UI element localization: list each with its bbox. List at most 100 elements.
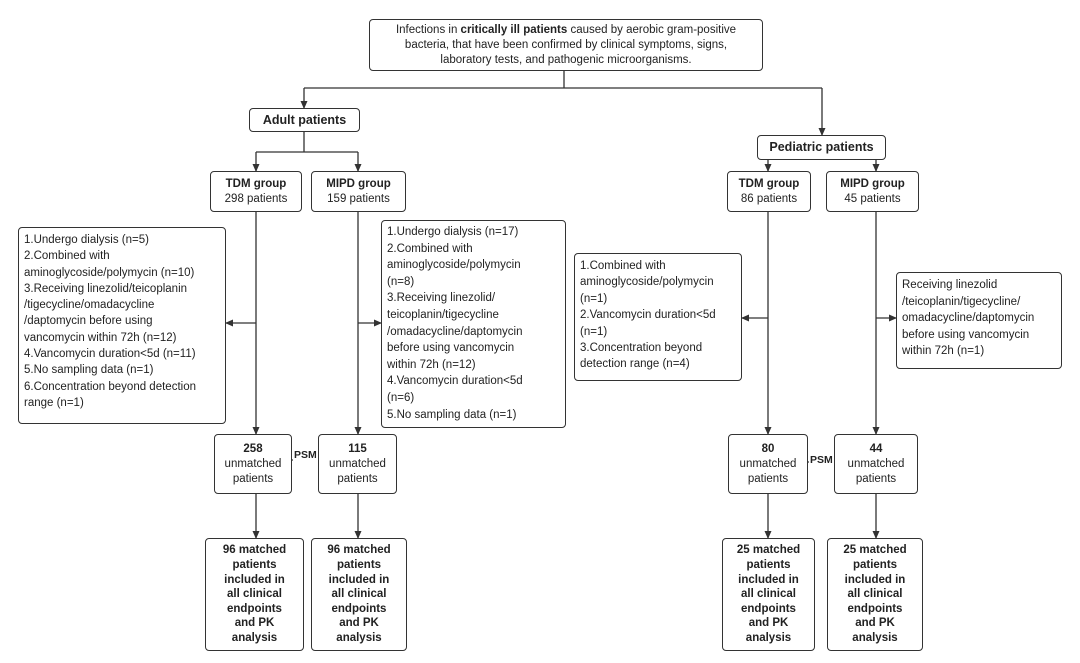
adult-tdm-exclusion-line: 5.No sampling data (n=1) (24, 364, 154, 377)
adult-tdm-matched-box: 96 matched patients included in all clin… (205, 538, 304, 651)
adult-mipd-exclusion-line: 1.Undergo dialysis (n=17) (387, 226, 519, 238)
ped-tdm-matched-line: all clinical (741, 588, 796, 601)
adult-patients-title: Adult patients (262, 112, 347, 127)
ped-mipd-exclusion-line: /teicoplanin/tigecycline/ (902, 295, 1021, 308)
adult-tdm-exclusion-line: 3.Receiving linezolid/teicoplanin (24, 282, 188, 295)
ped-mipd-exclusion-box: Receiving linezolid /teicoplanin/tigecyc… (896, 272, 1062, 369)
adult-mipd-matched-line: and PK (339, 617, 379, 630)
adult-mipd-unmatched-label: unmatched (329, 457, 386, 470)
pediatric-patients-title: Pediatric patients (769, 140, 874, 154)
adult-mipd-matched-line: included in (328, 573, 390, 586)
adult-tdm-exclusion-line: 2.Combined with (24, 250, 110, 263)
ped-tdm-group-count: 86 patients (740, 192, 798, 205)
adult-patients-box: Adult patients (249, 108, 360, 132)
adult-mipd-exclusion-line: (n=6) (387, 391, 415, 404)
adult-tdm-matched-line: patients (232, 559, 277, 572)
ped-mipd-exclusion-line: omadacycline/daptomycin (902, 312, 1035, 325)
adult-tdm-unmatched-box: 258 unmatched patients (214, 434, 292, 494)
inclusion-line-1: Infections in critically ill patients ca… (375, 23, 757, 38)
adult-mipd-exclusion-line: aminoglycoside/polymycin (387, 259, 521, 272)
adult-tdm-exclusion-line: range (n=1) (24, 396, 84, 409)
adult-mipd-exclusion-line: 5.No sampling data (n=1) (387, 408, 517, 421)
adult-tdm-unmatched-count: 258 (243, 442, 263, 455)
adult-tdm-unmatched-label: unmatched (224, 457, 282, 470)
adult-mipd-exclusion-box: 1.Undergo dialysis (n=17) 2.Combined wit… (381, 220, 566, 428)
ped-tdm-exclusion-line: (n=1) (580, 325, 608, 338)
ped-mipd-unmatched-count: 44 (869, 442, 883, 455)
adult-tdm-group-box: TDM group 298 patients (210, 171, 302, 212)
adult-tdm-exclusion-line: 1.Undergo dialysis (n=5) (24, 234, 149, 246)
inclusion-line-1-pre: Infections in (395, 24, 461, 36)
adult-mipd-exclusion-line: 4.Vancomycin duration<5d (387, 375, 523, 388)
ped-mipd-matched-line: endpoints (847, 602, 903, 615)
ped-mipd-matched-line: all clinical (847, 588, 903, 601)
adult-tdm-unmatched-label: patients (232, 472, 274, 485)
adult-tdm-matched-line: all clinical (227, 588, 282, 601)
ped-tdm-exclusion-line: 3.Concentration beyond (580, 342, 703, 355)
inclusion-line-1-post: caused by aerobic gram-positive (567, 24, 737, 36)
adult-mipd-exclusion-line: teicoplanin/tigecycline (387, 308, 499, 321)
ped-tdm-matched-line: 25 matched (736, 544, 801, 557)
ped-mipd-group-title: MIPD group (840, 177, 905, 190)
ped-mipd-exclusion-line: Receiving linezolid (902, 279, 998, 291)
ped-tdm-unmatched-count: 80 (761, 442, 775, 455)
ped-mipd-exclusion-line: within 72h (n=1) (902, 345, 985, 358)
ped-mipd-matched-line: patients (852, 559, 898, 572)
adult-tdm-matched-line: analysis (231, 631, 278, 644)
adult-tdm-exclusion-line: aminoglycoside/polymycin (n=10) (24, 266, 195, 279)
adult-tdm-exclusion-box: 1.Undergo dialysis (n=5) 2.Combined with… (18, 227, 226, 424)
ped-tdm-exclusion-line: (n=1) (580, 292, 608, 305)
ped-tdm-matched-line: included in (738, 573, 799, 586)
adult-tdm-exclusion-line: /daptomycin before using (24, 315, 153, 328)
adult-tdm-matched-line: included in (224, 573, 285, 586)
adult-mipd-matched-line: patients (336, 559, 382, 572)
adult-tdm-matched-line: and PK (234, 617, 275, 630)
ped-tdm-unmatched-box: 80 unmatched patients (728, 434, 808, 494)
adult-mipd-exclusion-line: 3.Receiving linezolid/ (387, 292, 496, 305)
adult-tdm-exclusion-line: /tigecycline/omadacycline (24, 299, 155, 312)
adult-tdm-group-count: 298 patients (224, 192, 288, 205)
adult-mipd-exclusion-line: 2.Combined with (387, 242, 473, 255)
adult-mipd-group-title: MIPD group (326, 177, 391, 190)
adult-tdm-matched-line: endpoints (227, 602, 282, 615)
adult-mipd-unmatched-count: 115 (348, 442, 367, 455)
ped-tdm-exclusion-line: 2.Vancomycin duration<5d (580, 309, 716, 322)
ped-tdm-group-box: TDM group 86 patients (727, 171, 811, 212)
adult-mipd-matched-line: all clinical (331, 588, 387, 601)
adult-mipd-unmatched-label: patients (337, 472, 378, 485)
inclusion-criteria-box: Infections in critically ill patients ca… (369, 19, 763, 71)
adult-mipd-matched-box: 96 matched patients included in all clin… (311, 538, 407, 651)
ped-mipd-matched-line: 25 matched (843, 544, 907, 557)
adult-mipd-group-box: MIPD group 159 patients (311, 171, 406, 212)
adult-mipd-matched-line: endpoints (331, 602, 387, 615)
ped-mipd-matched-box: 25 matched patients included in all clin… (827, 538, 923, 651)
adult-mipd-exclusion-line: (n=8) (387, 275, 415, 288)
adult-tdm-exclusion-line: 4.Vancomycin duration<5d (n=11) (24, 348, 196, 361)
adult-mipd-exclusion-line: /omadacycline/daptomycin (387, 325, 523, 338)
adult-mipd-exclusion-line: within 72h (n=12) (387, 358, 476, 371)
adult-psm-label: PSM (293, 449, 318, 461)
adult-tdm-matched-line: 96 matched (222, 544, 287, 557)
adult-tdm-exclusion-line: 6.Concentration beyond detection (24, 380, 196, 393)
ped-tdm-unmatched-label: patients (747, 472, 789, 485)
ped-mipd-group-count: 45 patients (844, 192, 901, 205)
ped-tdm-exclusion-line: 1.Combined with (580, 260, 666, 272)
inclusion-line-1-bold: critically ill patients (460, 24, 568, 36)
adult-mipd-group-count: 159 patients (327, 192, 390, 205)
inclusion-line-3: laboratory tests, and pathogenic microor… (440, 54, 692, 66)
ped-mipd-group-box: MIPD group 45 patients (826, 171, 919, 212)
ped-mipd-unmatched-label: unmatched (847, 457, 905, 470)
ped-mipd-matched-line: and PK (855, 617, 895, 630)
adult-tdm-group-title: TDM group (225, 177, 287, 190)
pediatric-patients-box: Pediatric patients (757, 135, 886, 160)
ped-tdm-matched-line: and PK (748, 617, 789, 630)
ped-mipd-matched-line: included in (844, 573, 906, 586)
adult-mipd-matched-line: 96 matched (327, 544, 391, 557)
ped-tdm-matched-line: patients (746, 559, 791, 572)
ped-tdm-exclusion-line: aminoglycoside/polymycin (580, 276, 714, 289)
adult-mipd-matched-line: analysis (336, 631, 382, 644)
ped-tdm-matched-box: 25 matched patients included in all clin… (722, 538, 815, 651)
adult-mipd-unmatched-box: 115 unmatched patients (318, 434, 397, 494)
ped-mipd-unmatched-label: patients (855, 472, 897, 485)
ped-mipd-exclusion-line: before using vancomycin (902, 328, 1030, 341)
